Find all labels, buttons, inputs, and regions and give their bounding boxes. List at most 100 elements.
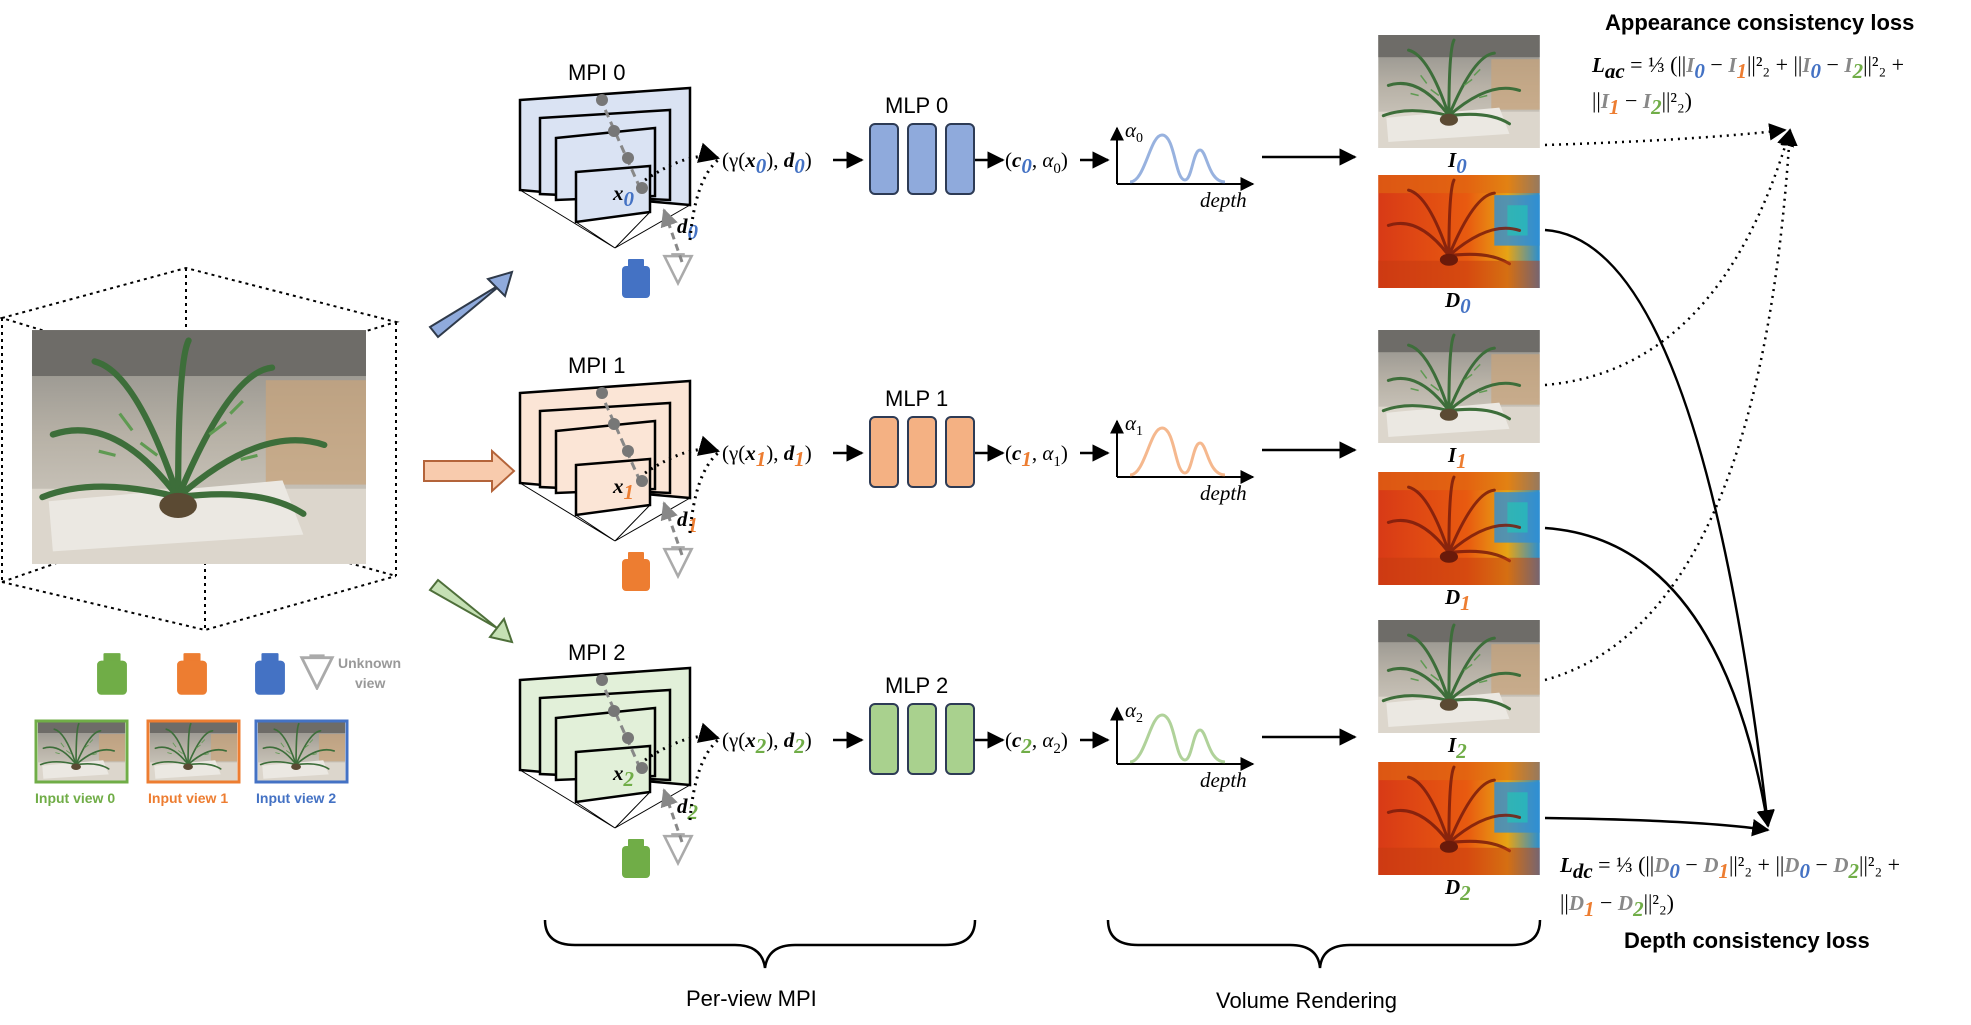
brace-icon (543, 919, 977, 969)
view-direction-label: d1 (677, 507, 698, 537)
depth-loss-title: Depth consistency loss (1624, 928, 1870, 953)
consistency-connectors (1544, 123, 1798, 837)
depth-connector-0 (1544, 228, 1775, 828)
sample-point (596, 674, 608, 686)
sample-ray (598, 390, 642, 482)
appearance-loss-equation: Lac = ⅓ (||I0 − I1||²₂ + ||I0 − I2||²₂ + (1591, 52, 1904, 83)
mpi-stack (518, 379, 693, 591)
sample-point (636, 475, 648, 487)
sample-point (608, 125, 620, 137)
input-scene-photo (32, 330, 366, 564)
depth-map-icon (1376, 175, 1542, 288)
rendered-depth-label: D1 (1444, 585, 1471, 615)
sample-point (608, 705, 620, 717)
sample-point-label: x0 (612, 181, 635, 211)
density-curve (1129, 133, 1226, 184)
mlp-label: MLP 0 (885, 93, 948, 118)
unknown-view-label-2: view (355, 675, 385, 691)
sample-point (608, 418, 620, 430)
alpha-axis-label: α0 (1125, 118, 1143, 146)
sample-point-label: x2 (612, 761, 635, 791)
density-curve (1129, 426, 1226, 477)
frustum-lines (519, 769, 691, 829)
unknown-view-icon (663, 546, 693, 578)
pipeline-rows: MPI 0 x0 d0 (γ(x0), d0) MLP 0 (c0, α0) α0 depth… (518, 60, 1357, 878)
mlp-input-label: (γ(x0), d0) (722, 148, 812, 178)
plant-photo-icon (257, 721, 346, 782)
mpi-label: MPI 2 (568, 640, 625, 665)
sample-point (596, 94, 608, 106)
rendered-image-label: I2 (1447, 733, 1467, 763)
unknown-view-icon (663, 253, 693, 285)
depth-map-icon (1376, 472, 1542, 585)
rendered-depth-label: D0 (1444, 288, 1471, 318)
appearance-connector-1 (1544, 128, 1794, 387)
camera-icon (97, 653, 127, 695)
density-plot: α2 depth (1110, 698, 1255, 792)
unknown-view-icon (300, 654, 334, 690)
input-view-2-label: Input view 2 (256, 790, 336, 806)
plant-photo-icon (1376, 620, 1542, 733)
sample-ray (598, 97, 642, 189)
pipeline-row: MPI 0 x0 d0 (γ(x0), d0) MLP 0 (c0, α0) α0 depth (518, 60, 1357, 298)
mpi-stack (518, 86, 693, 298)
mlp-layer (907, 416, 937, 488)
frustum-lines (519, 189, 691, 249)
volume-rendering-label: Volume Rendering (1216, 988, 1397, 1013)
mlp-layer (869, 416, 899, 488)
branch-arrow-2 (428, 578, 514, 644)
mpi-label: MPI 0 (568, 60, 625, 85)
sample-point (622, 152, 634, 164)
branch-arrow-1 (423, 448, 516, 494)
mlp-input-label: (γ(x1), d1) (722, 441, 812, 471)
sample-point (636, 762, 648, 774)
sample-ray (598, 677, 642, 769)
per-view-mpi-label: Per-view MPI (686, 986, 817, 1011)
input-scene (0, 266, 400, 632)
view-direction-label: d0 (677, 214, 699, 244)
camera-icon (622, 259, 650, 298)
direction-arrow (660, 208, 684, 263)
camera-icon (177, 653, 207, 695)
section-braces (543, 919, 1542, 969)
appearance-connector-2 (1544, 128, 1798, 682)
density-curve (1129, 713, 1226, 764)
depth-axis-label: depth (1200, 768, 1247, 792)
mpi-label: MPI 1 (568, 353, 625, 378)
depth-axis-label: depth (1200, 188, 1247, 212)
mlp-output-label: (c2, α2) (1005, 728, 1068, 758)
rendered-image-label: I1 (1447, 443, 1467, 473)
depth-connector-1 (1544, 526, 1775, 828)
depth-loss-equation-line-2: ||D1 − D2||²₂) (1560, 890, 1674, 921)
mlp-output-label: (c0, α0) (1005, 148, 1068, 178)
camera-icon (622, 552, 650, 591)
sample-point (622, 445, 634, 457)
sample-point (636, 182, 648, 194)
depth-loss-equation: Ldc = ⅓ (||D0 − D1||²₂ + ||D0 − D2||²₂ + (1559, 852, 1900, 883)
unknown-view-label: Unknown (338, 655, 401, 671)
mlp-layer (907, 123, 937, 195)
brace-icon (1106, 919, 1542, 969)
unknown-view-icon (663, 833, 693, 865)
mpi-stack (518, 666, 693, 878)
density-plot: α0 depth (1110, 118, 1255, 212)
rendered-image-label: I0 (1447, 148, 1467, 178)
sample-point (596, 387, 608, 399)
view-direction-label: d2 (677, 794, 699, 824)
appearance-loss: Appearance consistency loss (1605, 10, 1914, 35)
mlp-output-label: (c1, α1) (1005, 441, 1068, 471)
depth-connector-2 (1544, 816, 1770, 837)
input-view-thumbnails: Input view 0 Input view 1 Input view 2 (34, 719, 349, 806)
direction-arrow (660, 501, 684, 556)
direction-arrow (660, 788, 684, 843)
frustum-lines (519, 482, 691, 542)
mlp-layer (945, 123, 975, 195)
alpha-axis-label: α1 (1125, 411, 1143, 439)
input-view-1-label: Input view 1 (148, 790, 228, 806)
appearance-loss-equation-line-2: ||I1 − I2||²₂) (1592, 88, 1692, 119)
plant-photo-icon (37, 721, 126, 782)
alpha-axis-label: α2 (1125, 698, 1143, 726)
sample-point (622, 732, 634, 744)
